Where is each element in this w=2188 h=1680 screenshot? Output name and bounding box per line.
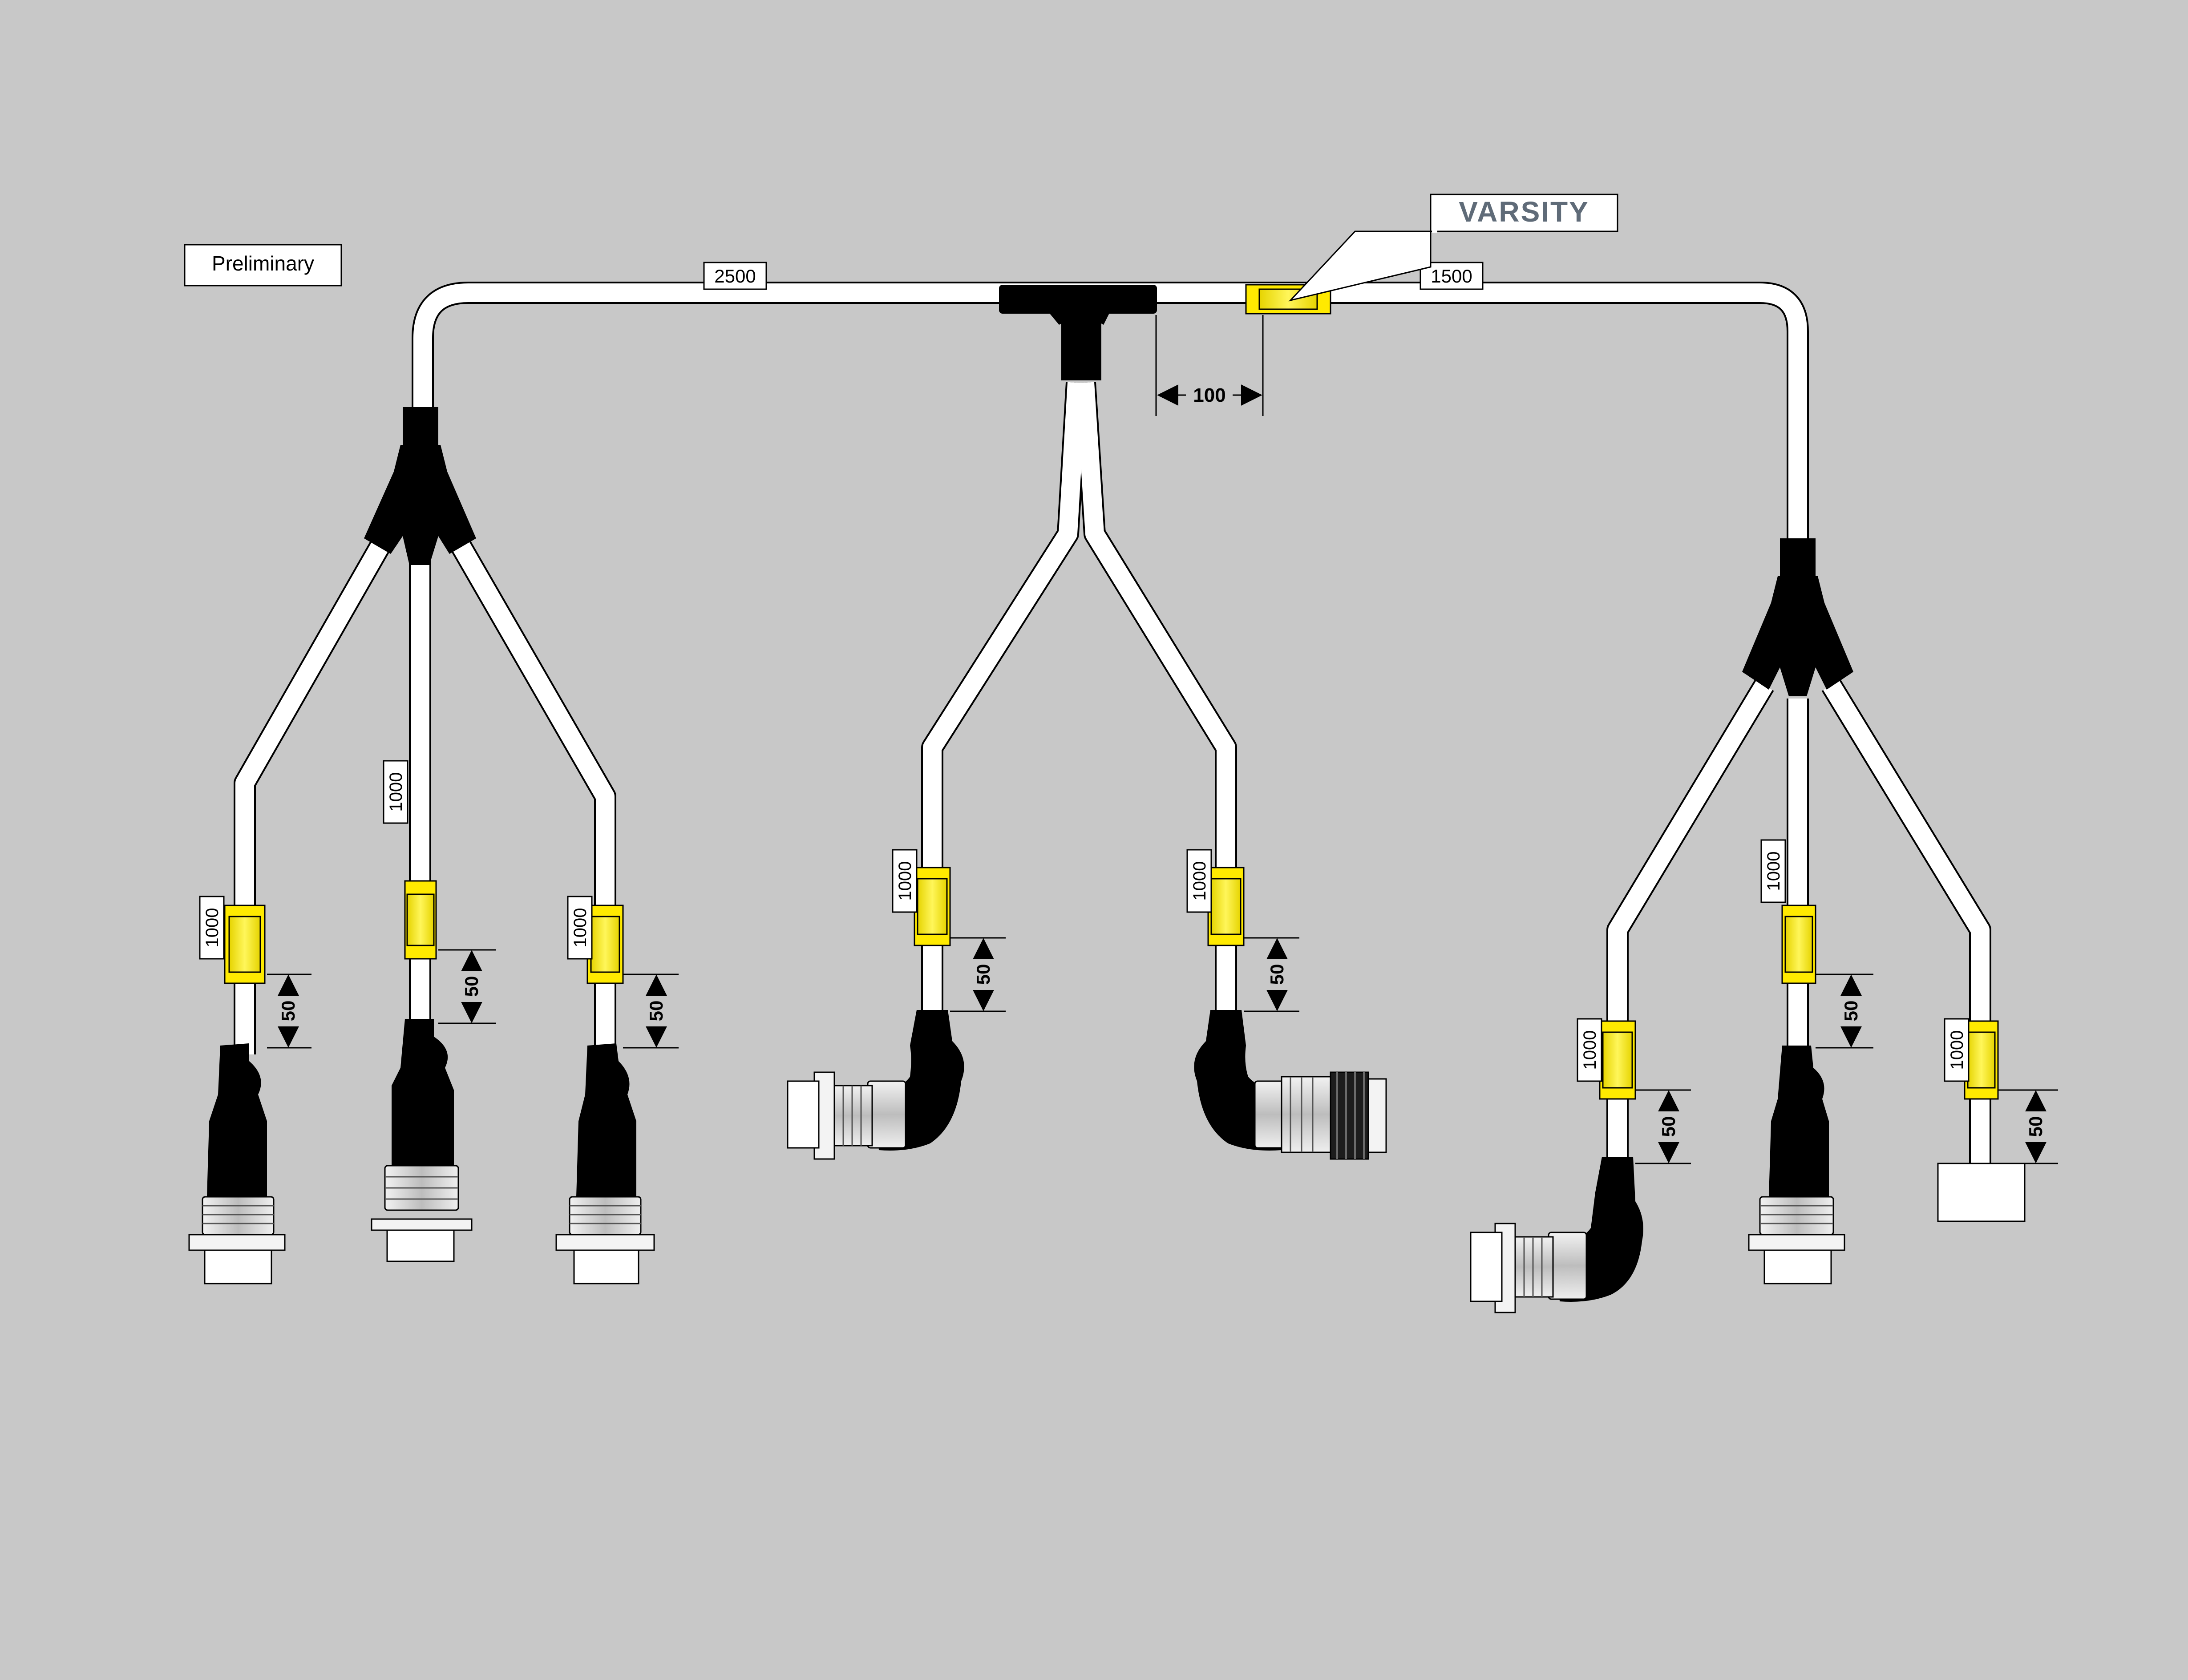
svg-text:1000: 1000 bbox=[1947, 1030, 1967, 1070]
dim-sleeve-offset: 100 bbox=[1155, 315, 1264, 416]
connector-left-3 bbox=[555, 1043, 655, 1284]
svg-text:50: 50 bbox=[646, 1001, 667, 1022]
sleeve-left-1 bbox=[224, 905, 266, 984]
svg-text:1000: 1000 bbox=[1580, 1030, 1600, 1070]
sleeve-mid-2 bbox=[1207, 867, 1245, 946]
connector-left-2 bbox=[371, 1019, 473, 1262]
length-label-mid-2: 1000 bbox=[1186, 849, 1212, 913]
svg-text:Preliminary: Preliminary bbox=[212, 252, 314, 275]
y-breakout-right bbox=[1742, 538, 1853, 696]
svg-text:100: 100 bbox=[1193, 384, 1225, 406]
connector-left-1 bbox=[188, 1043, 286, 1284]
svg-text:1000: 1000 bbox=[895, 861, 915, 901]
brand-logo: VARSITY bbox=[1459, 196, 1589, 228]
sleeve-right-2 bbox=[1781, 905, 1816, 984]
dim-tail-right-1: 50 bbox=[1635, 1089, 1691, 1164]
svg-text:1000: 1000 bbox=[1764, 852, 1784, 891]
dim-tail-right-2: 50 bbox=[1816, 973, 1873, 1049]
connector-right-1 bbox=[1470, 1157, 1643, 1313]
connector-mid-1 bbox=[787, 1010, 964, 1160]
svg-text:50: 50 bbox=[1266, 964, 1287, 985]
sleeve-left-2 bbox=[404, 880, 437, 960]
svg-text:50: 50 bbox=[973, 964, 994, 985]
svg-text:1000: 1000 bbox=[570, 908, 590, 948]
connector-mid-2 bbox=[1194, 1010, 1387, 1160]
length-label-mid-1: 1000 bbox=[892, 849, 918, 913]
length-label-left-3: 1000 bbox=[567, 896, 593, 960]
y-breakout-left bbox=[364, 407, 476, 565]
sleeve-right-1 bbox=[1599, 1020, 1636, 1100]
svg-text:1000: 1000 bbox=[386, 772, 406, 812]
sleeve-mid-1 bbox=[914, 867, 951, 946]
cables bbox=[234, 282, 1991, 1166]
svg-text:1000: 1000 bbox=[202, 908, 222, 948]
status-label: Preliminary bbox=[184, 244, 342, 287]
svg-text:50: 50 bbox=[1840, 1001, 1861, 1022]
dim-tail-mid-2: 50 bbox=[1244, 937, 1299, 1012]
connector-right-2 bbox=[1748, 1046, 1845, 1284]
dim-tail-left-3: 50 bbox=[623, 973, 679, 1049]
svg-text:2500: 2500 bbox=[714, 266, 756, 287]
svg-text:50: 50 bbox=[1658, 1116, 1679, 1137]
svg-text:1000: 1000 bbox=[1190, 861, 1209, 901]
label-sleeves bbox=[224, 284, 1999, 1100]
logo-callout: VARSITY bbox=[1288, 194, 1618, 302]
sleeve-left-3 bbox=[586, 905, 624, 984]
svg-text:1500: 1500 bbox=[1431, 266, 1472, 287]
length-label-left-2: 1000 bbox=[383, 760, 408, 824]
dim-tail-left-1: 50 bbox=[267, 973, 311, 1049]
svg-text:50: 50 bbox=[461, 976, 482, 997]
length-label-right-3: 1000 bbox=[1944, 1018, 1970, 1082]
connector-right-3 bbox=[1937, 1163, 2026, 1222]
dim-tail-left-2: 50 bbox=[438, 949, 496, 1024]
length-label-left-1: 1000 bbox=[199, 896, 225, 960]
length-label-right-2: 1000 bbox=[1760, 839, 1786, 903]
dimension-lines: 100 50 50 50 50 bbox=[267, 315, 2058, 1164]
svg-text:50: 50 bbox=[278, 1001, 299, 1022]
svg-text:50: 50 bbox=[2025, 1116, 2046, 1137]
length-labels: 2500 1500 1000 1000 1000 1000 1000 bbox=[199, 262, 1970, 1082]
length-label-main-left: 2500 bbox=[703, 262, 767, 290]
sleeve-right-3 bbox=[1964, 1020, 1999, 1100]
length-label-right-1: 1000 bbox=[1577, 1018, 1602, 1082]
dim-tail-right-3: 50 bbox=[1998, 1089, 2058, 1164]
tee-breakout bbox=[999, 285, 1157, 380]
dim-tail-mid-1: 50 bbox=[950, 937, 1006, 1012]
